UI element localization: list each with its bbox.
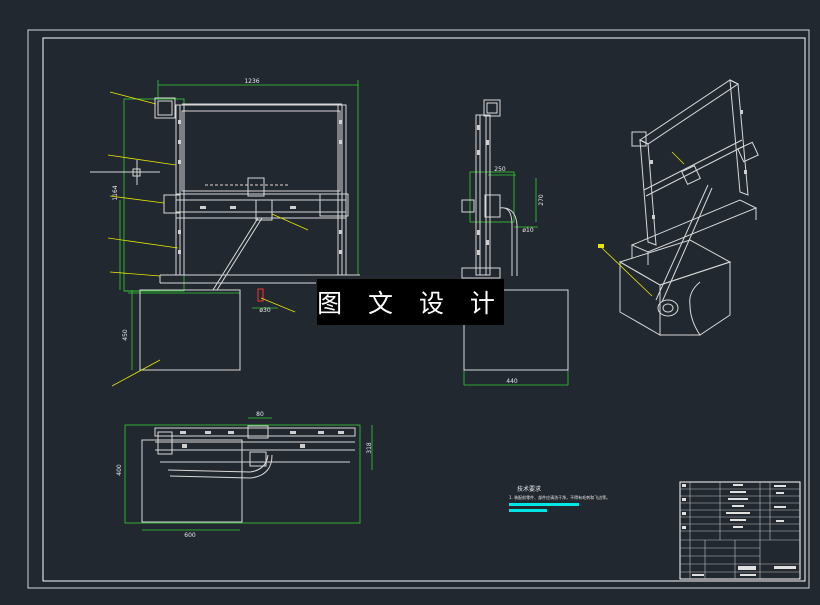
sheet-outer-border [27,29,810,589]
top-view: 80 318 400 600 [116,411,373,539]
sheet-inner-border [42,37,806,582]
front-view: 1236 1164 450 [90,78,360,387]
tech-notes-title: 技术要求 [517,485,541,493]
top-base-height-dim: 400 [116,464,123,476]
title-block [679,481,801,580]
watermark-label: 图 文 设 计 [317,279,504,325]
top-base-width-dim: 600 [184,532,196,539]
side-tube-dim: ø10 [522,227,533,234]
isometric-view [598,79,759,336]
front-width-dim: 1236 [244,78,259,85]
top-part-dim: 80 [256,411,264,418]
side-block-width-dim: 250 [494,166,506,173]
side-view: 250 270 ø10 440 [461,99,569,386]
front-height-dim: 1164 [112,185,119,200]
side-base-width-dim: 440 [506,378,518,385]
technical-requirements: 技术要求 1. 装配前零件、部件应清洗干净，不得有毛刺和飞边等。 [509,485,610,512]
side-block-height-dim: 270 [538,194,545,206]
tech-notes-line1: 1. 装配前零件、部件应清洗干净，不得有毛刺和飞边等。 [509,494,610,500]
front-base-height-dim: 450 [122,329,129,341]
front-rod-dim: ø30 [259,307,270,314]
top-depth-dim: 318 [366,442,373,454]
